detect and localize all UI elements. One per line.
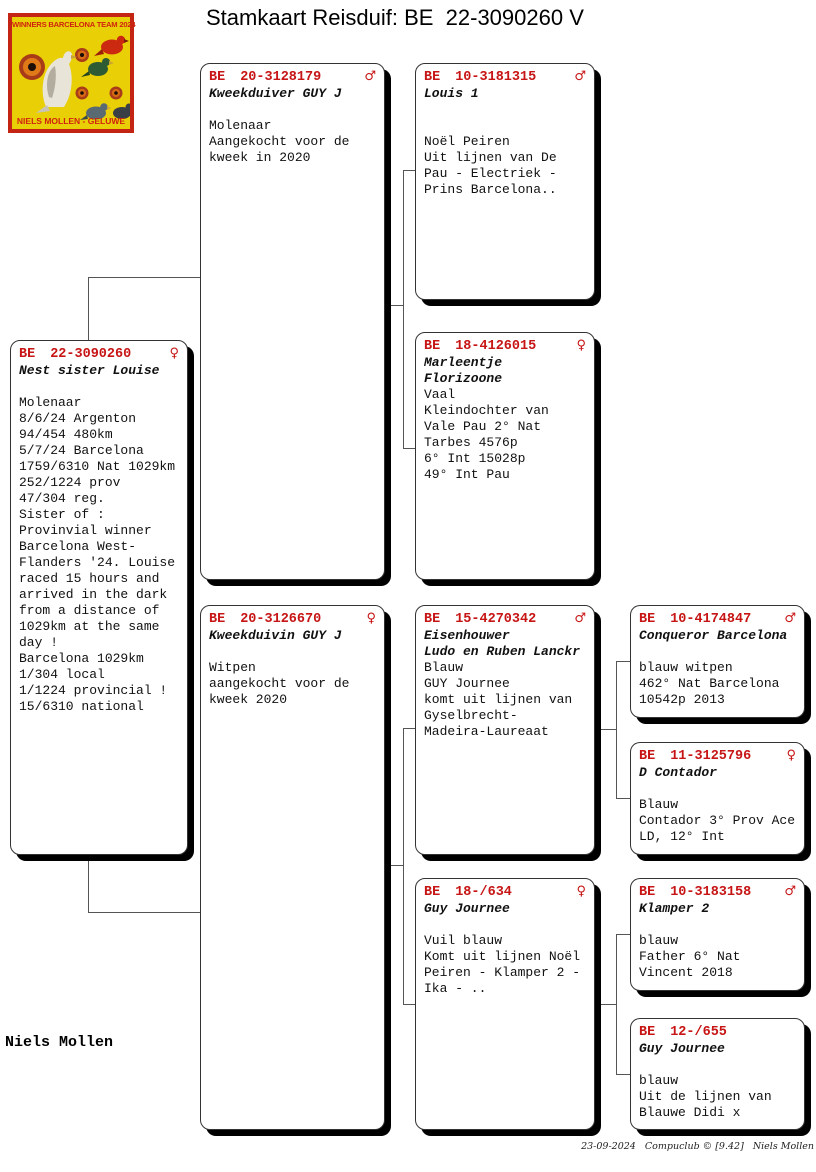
- loft-logo: WINNERS BARCELONA TEAM 2024 NIELS MOLLEN…: [8, 13, 136, 133]
- page-title: Stamkaart Reisduif: BE 22-3090260 V: [206, 5, 584, 30]
- pigeons-illustration: [19, 35, 130, 120]
- pigeon-details: blauw Father 6° Nat Vincent 2018: [639, 933, 741, 980]
- pigeon-name: Klamper 2: [639, 901, 710, 916]
- pigeon-details: blauw Uit de lijnen van Blauwe Didi x: [639, 1073, 772, 1120]
- female-symbol-icon: ♀: [576, 338, 586, 353]
- connector-line: [385, 865, 403, 866]
- pigeon-name: Guy Journee: [639, 1041, 725, 1056]
- connector-line: [403, 170, 404, 448]
- female-symbol-icon: ♀: [366, 611, 376, 626]
- male-symbol-icon: ♂: [364, 69, 376, 84]
- connector-line: [616, 934, 617, 1074]
- pigeon-name: Marleentje Florizoone: [424, 355, 503, 386]
- pigeon-details: Molenaar Aangekocht voor de kweek in 202…: [209, 118, 350, 165]
- male-symbol-icon: ♂: [574, 611, 586, 626]
- female-symbol-icon: ♀: [169, 346, 179, 361]
- connector-line: [403, 1004, 415, 1005]
- logo-top-text: WINNERS BARCELONA TEAM 2024: [12, 20, 136, 29]
- breeder-name: Niels Mollen: [5, 1034, 114, 1051]
- connector-line: [616, 661, 630, 662]
- connector-line: [403, 728, 404, 1004]
- connector-line: [616, 1074, 630, 1075]
- pigeon-details: Vuil blauw Komt uit lijnen Noël Peiren -…: [424, 933, 581, 996]
- pigeon-name: Eisenhouwer Ludo en Ruben Lanckr: [424, 628, 581, 659]
- pigeon-details: Molenaar 8/6/24 Argenton 94/454 480km 5/…: [19, 395, 176, 714]
- logo-bottom-text: NIELS MOLLEN - GELUWE: [16, 116, 126, 126]
- pigeon-details: Witpen aangekocht voor de kweek 2020: [209, 660, 350, 707]
- pigeon-details: Blauw Contador 3° Prov Ace LD, 12° Int: [639, 797, 796, 844]
- connector-line: [403, 170, 415, 171]
- male-symbol-icon: ♂: [784, 611, 796, 626]
- pigeon-name: Louis 1: [424, 86, 479, 101]
- pigeon-details: Blauw GUY Journee komt uit lijnen van Gy…: [424, 660, 573, 739]
- connector-line: [616, 934, 630, 935]
- pigeon-name: Guy Journee: [424, 901, 510, 916]
- connector-line: [403, 448, 415, 449]
- connector-line: [616, 661, 617, 798]
- female-symbol-icon: ♀: [576, 884, 586, 899]
- connector-line: [385, 305, 403, 306]
- connector-line: [616, 798, 630, 799]
- male-symbol-icon: ♂: [784, 884, 796, 899]
- connector-line: [595, 1004, 616, 1005]
- connector-line: [88, 854, 89, 912]
- pigeon-name: D Contador: [639, 765, 718, 780]
- pigeon-name: Nest sister Louise: [19, 363, 160, 378]
- pigeon-details: Vaal Kleindochter van Vale Pau 2° Nat Ta…: [424, 387, 549, 482]
- connector-line: [403, 728, 415, 729]
- connector-line: [88, 277, 89, 343]
- connector-line: [88, 912, 200, 913]
- pigeon-name: Conqueror Barcelona: [639, 628, 788, 643]
- pigeon-details: blauw witpen 462° Nat Barcelona 10542p 2…: [639, 660, 780, 707]
- connector-line: [595, 729, 616, 730]
- female-symbol-icon: ♀: [786, 748, 796, 763]
- pigeon-name: Kweekduiver GUY J: [209, 86, 342, 101]
- connector-line: [88, 277, 200, 278]
- pigeon-name: Kweekduivin GUY J: [209, 628, 342, 643]
- footer-print-info: 23-09-2024 Compuclub © [9.42] Niels Moll…: [581, 1141, 814, 1152]
- male-symbol-icon: ♂: [574, 69, 586, 84]
- pigeon-details: Noël Peiren Uit lijnen van De Pau - Elec…: [424, 134, 557, 197]
